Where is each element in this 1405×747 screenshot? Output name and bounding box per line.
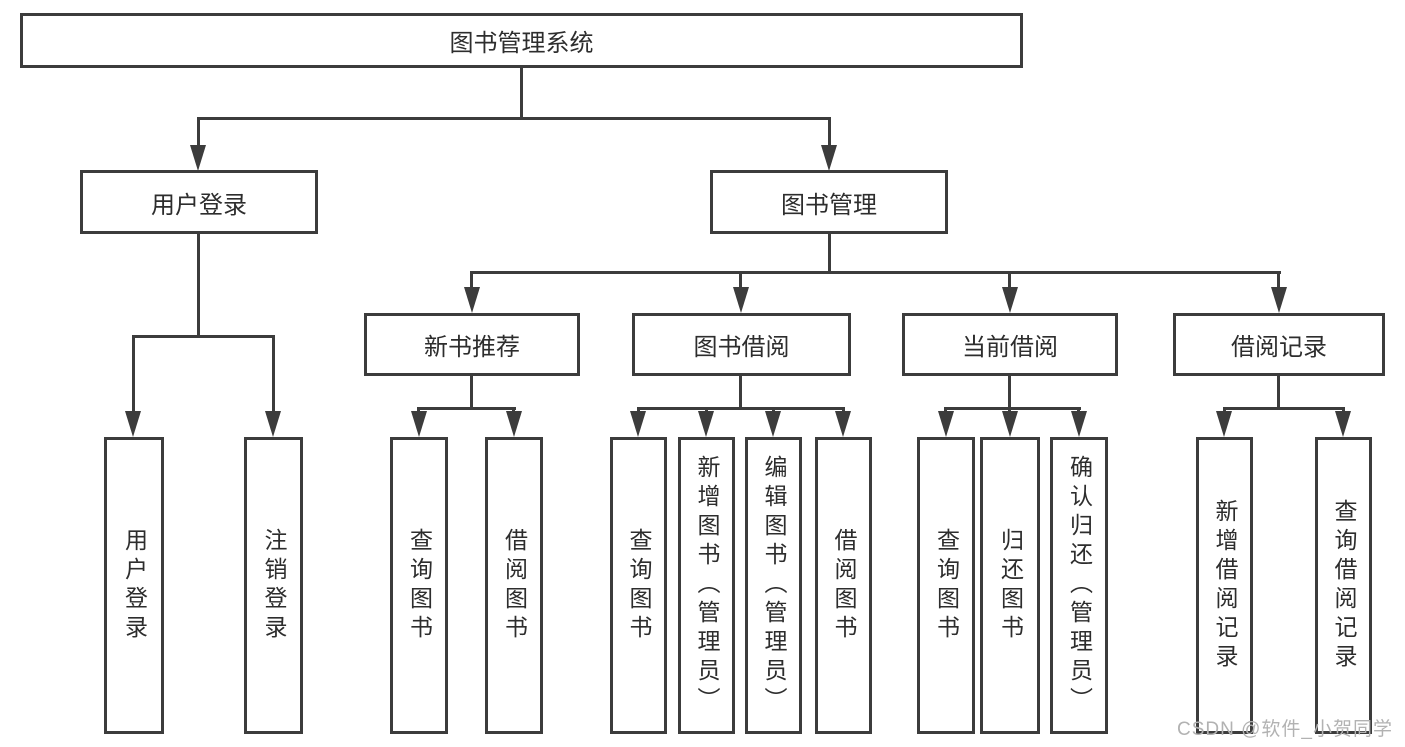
leaf-borrow-book-recommend: 借阅图书	[485, 437, 543, 734]
connector-line	[828, 117, 831, 147]
connector-line	[197, 234, 200, 338]
leaf-label: 注销登录	[261, 527, 287, 644]
connector-line	[197, 117, 200, 147]
connector-line	[197, 117, 831, 120]
arrowhead-down-icon	[698, 411, 714, 437]
leaf-label: 借阅图书	[831, 527, 857, 644]
connector-line	[739, 376, 742, 409]
node-label: 新书推荐	[424, 334, 520, 361]
leaf-label: 借阅图书	[501, 527, 528, 644]
leaf-edit-book-admin: 编辑图书（管理员）	[745, 437, 802, 734]
connector-line	[828, 234, 831, 274]
leaf-label: 查询图书	[933, 527, 960, 644]
leaf-label: 查询图书	[406, 527, 433, 644]
leaf-query-book-recommend: 查询图书	[390, 437, 448, 734]
connector-line	[272, 335, 275, 413]
leaf-return-book: 归还图书	[980, 437, 1040, 734]
arrowhead-down-icon	[938, 411, 954, 437]
arrowhead-down-icon	[1271, 287, 1287, 313]
connector-line	[739, 271, 742, 289]
leaf-label: 用户登录	[121, 527, 148, 644]
leaf-label: 新增图书（管理员）	[694, 455, 720, 716]
connector-line	[417, 407, 516, 410]
node-label: 图书借阅	[693, 334, 790, 361]
leaf-borrow-book: 借阅图书	[815, 437, 872, 734]
leaf-label: 编辑图书（管理员）	[761, 455, 787, 716]
connector-line	[1008, 271, 1011, 289]
leaf-confirm-return-admin: 确认归还（管理员）	[1050, 437, 1108, 734]
connector-line	[132, 335, 135, 413]
node-label: 图书管理系统	[449, 30, 594, 57]
arrowhead-down-icon	[1002, 411, 1018, 437]
arrowhead-down-icon	[1335, 411, 1351, 437]
node-label: 用户登录	[151, 191, 247, 219]
leaf-label: 归还图书	[997, 527, 1024, 644]
connector-line	[1277, 376, 1280, 409]
arrowhead-down-icon	[190, 145, 206, 171]
arrowhead-down-icon	[733, 287, 749, 313]
leaf-label: 确认归还（管理员）	[1066, 455, 1093, 716]
arrowhead-down-icon	[1216, 411, 1232, 437]
leaf-query-book-borrow: 查询图书	[610, 437, 667, 734]
leaf-user-login: 用户登录	[104, 437, 164, 734]
node-book-management: 图书管理	[710, 170, 948, 234]
node-root-system: 图书管理系统	[20, 13, 1023, 68]
node-label: 当前借阅	[962, 334, 1058, 361]
arrowhead-down-icon	[411, 411, 427, 437]
csdn-watermark: CSDN @软件_小贺同学	[1177, 719, 1393, 740]
node-label: 图书管理	[781, 191, 877, 219]
connector-line	[520, 68, 523, 119]
leaf-label: 查询借阅记录	[1331, 498, 1357, 673]
connector-line	[470, 271, 1281, 274]
node-borrow-record: 借阅记录	[1173, 313, 1385, 376]
connector-line	[1008, 376, 1011, 409]
arrowhead-down-icon	[506, 411, 522, 437]
leaf-add-book-admin: 新增图书（管理员）	[678, 437, 735, 734]
arrowhead-down-icon	[125, 411, 141, 437]
arrowhead-down-icon	[630, 411, 646, 437]
node-user-login: 用户登录	[80, 170, 318, 234]
connector-line	[944, 407, 1081, 410]
connector-line	[1223, 407, 1345, 410]
leaf-label: 新增借阅记录	[1212, 498, 1238, 673]
arrowhead-down-icon	[265, 411, 281, 437]
arrowhead-down-icon	[1071, 411, 1087, 437]
arrowhead-down-icon	[464, 287, 480, 313]
node-label: 借阅记录	[1231, 334, 1327, 361]
leaf-add-borrow-record: 新增借阅记录	[1196, 437, 1253, 734]
connector-line	[637, 407, 845, 410]
connector-line	[1277, 271, 1280, 289]
leaf-query-book-current: 查询图书	[917, 437, 975, 734]
arrowhead-down-icon	[835, 411, 851, 437]
arrowhead-down-icon	[1002, 287, 1018, 313]
connector-line	[470, 271, 473, 289]
arrowhead-down-icon	[765, 411, 781, 437]
leaf-label: 查询图书	[626, 527, 652, 644]
leaf-query-borrow-record: 查询借阅记录	[1315, 437, 1372, 734]
leaf-logout: 注销登录	[244, 437, 303, 734]
arrowhead-down-icon	[821, 145, 837, 171]
node-current-borrow: 当前借阅	[902, 313, 1118, 376]
connector-line	[470, 376, 473, 409]
node-new-book-recommend: 新书推荐	[364, 313, 580, 376]
connector-line	[132, 335, 275, 338]
node-book-borrow: 图书借阅	[632, 313, 851, 376]
